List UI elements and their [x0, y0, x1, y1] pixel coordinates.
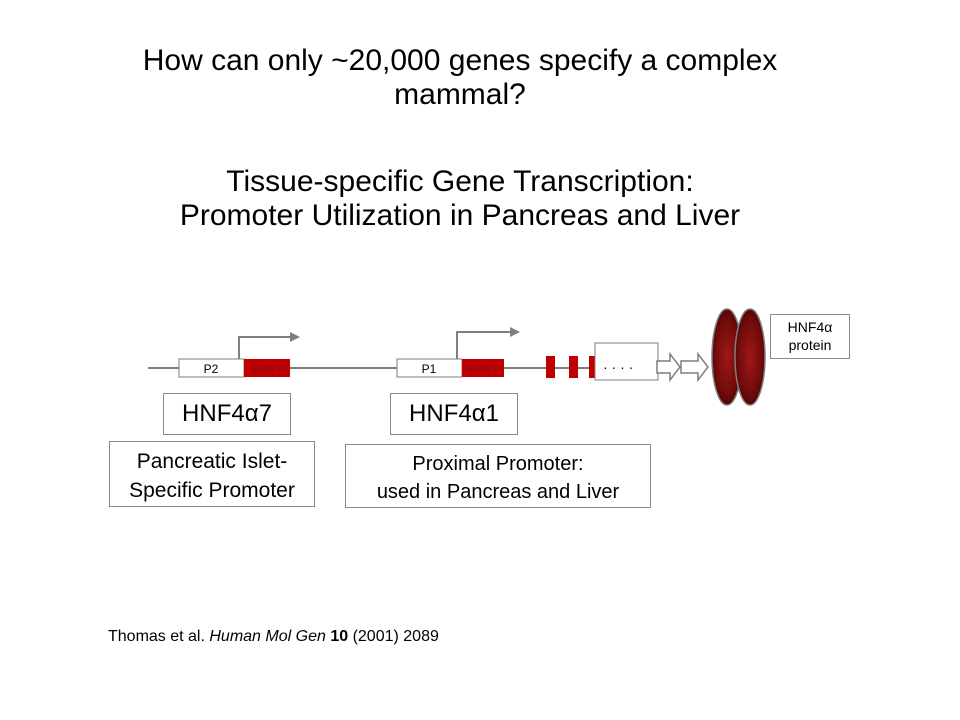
- exon-p1-box: [462, 359, 504, 377]
- isoform-proximal-label: HNF4α1: [409, 400, 499, 427]
- expression-arrow-1: [656, 351, 681, 383]
- protein-label-line-2: protein: [788, 337, 832, 353]
- citation-journal: Human Mol Gen: [209, 628, 326, 645]
- continuation-dots: · · · ·: [603, 359, 633, 375]
- question-line-2: mammal?: [394, 78, 526, 111]
- isoform-proximal-box: HNF4α1: [390, 393, 518, 435]
- protein-monomer-right: [734, 308, 766, 406]
- citation-volume: 10: [330, 628, 349, 645]
- exon-2-box: [546, 356, 555, 378]
- continuation-box: [594, 342, 659, 381]
- exon-3-box: [569, 356, 578, 378]
- citation-authors: Thomas et al.: [108, 628, 210, 645]
- slide-question-title: How can only ~20,000 genes specify a com…: [100, 44, 820, 112]
- tss-arrow-p1: [456, 331, 512, 359]
- expression-arrow-2: [680, 351, 709, 383]
- proximal-promoter-description: Proximal Promoter: used in Pancreas and …: [345, 444, 651, 508]
- promoter-p2-label: P2: [204, 362, 219, 376]
- topic-line-2: Promoter Utilization in Pancreas and Liv…: [179, 199, 741, 232]
- exon-p1-label: Exon 1: [467, 364, 499, 375]
- tss-arrowhead-p1: [510, 327, 520, 337]
- islet-desc-line-1: Pancreatic Islet-: [136, 450, 288, 473]
- isoform-islet-label: HNF4α7: [182, 400, 272, 427]
- proximal-desc-line-2: used in Pancreas and Liver: [376, 481, 620, 503]
- exon-p2-label: Exon 1: [251, 364, 283, 375]
- topic-line-1: Tissue-specific Gene Transcription:: [226, 165, 694, 198]
- proximal-desc-line-1: Proximal Promoter:: [412, 453, 584, 475]
- citation: Thomas et al. Human Mol Gen 10 (2001) 20…: [108, 627, 439, 647]
- slide-topic-title: Tissue-specific Gene Transcription: Prom…: [100, 165, 820, 233]
- exon-4-box: [589, 356, 598, 378]
- islet-promoter-description: Pancreatic Islet- Specific Promoter: [109, 441, 315, 507]
- islet-desc-line-2: Specific Promoter: [129, 479, 295, 502]
- protein-label-box: HNF4α protein: [770, 314, 850, 359]
- protein-label-line-1: HNF4α: [787, 319, 833, 335]
- tss-arrow-p2: [238, 336, 292, 359]
- isoform-islet-box: HNF4α7: [163, 393, 291, 435]
- tss-arrowhead-p2: [290, 332, 300, 342]
- promoter-p1-label: P1: [422, 362, 437, 376]
- exon-p2-box: [244, 359, 290, 377]
- citation-rest: (2001) 2089: [348, 628, 439, 645]
- question-line-1: How can only ~20,000 genes specify a com…: [142, 44, 778, 77]
